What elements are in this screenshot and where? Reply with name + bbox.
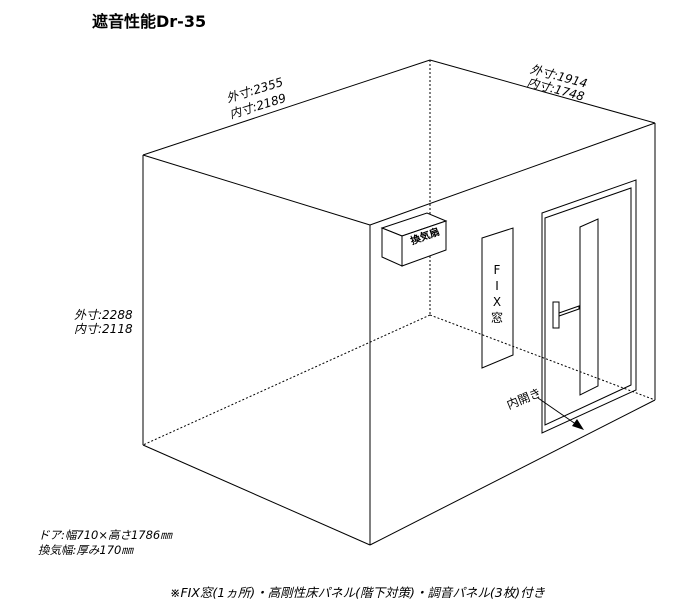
fix-window bbox=[481, 227, 514, 369]
door-inner bbox=[544, 187, 632, 426]
fix-window-char-f: F bbox=[493, 263, 501, 277]
top-right-edge bbox=[429, 59, 656, 124]
fix-window-char-mado: 窓 bbox=[490, 311, 503, 325]
fix-window-char-x: X bbox=[492, 295, 502, 309]
door-handle-plate bbox=[552, 301, 560, 329]
door-handle-lever bbox=[558, 305, 580, 317]
door-open-arrow-line bbox=[537, 397, 581, 428]
fix-window-label: F I X 窓 bbox=[490, 262, 504, 326]
top-side-edge bbox=[369, 122, 656, 226]
page-title: 遮音性能Dr-35 bbox=[92, 12, 207, 31]
fan-box-side bbox=[401, 220, 447, 267]
fan-size-note: 換気幅:厚み170㎜ bbox=[38, 543, 133, 557]
door-frame bbox=[541, 179, 637, 434]
bottom-front-edge bbox=[142, 444, 371, 546]
door-size-note: ドア:幅710×高さ1786㎜ bbox=[38, 528, 172, 542]
height-inner-label: 内寸:2118 bbox=[74, 322, 133, 336]
door-window bbox=[579, 218, 599, 396]
height-outer-label: 外寸:2288 bbox=[74, 308, 133, 322]
bottom-side-edge bbox=[369, 399, 656, 546]
top-left-edge bbox=[142, 59, 431, 156]
footnote: ※FIX窓(1ヵ所)・高剛性床パネル(階下対策)・調音パネル(3枚)付き bbox=[170, 585, 546, 600]
hidden-floor-left-edge bbox=[142, 314, 431, 446]
fix-window-char-i: I bbox=[495, 279, 499, 293]
top-front-edge bbox=[142, 154, 371, 226]
door-open-arrowhead bbox=[572, 419, 584, 430]
